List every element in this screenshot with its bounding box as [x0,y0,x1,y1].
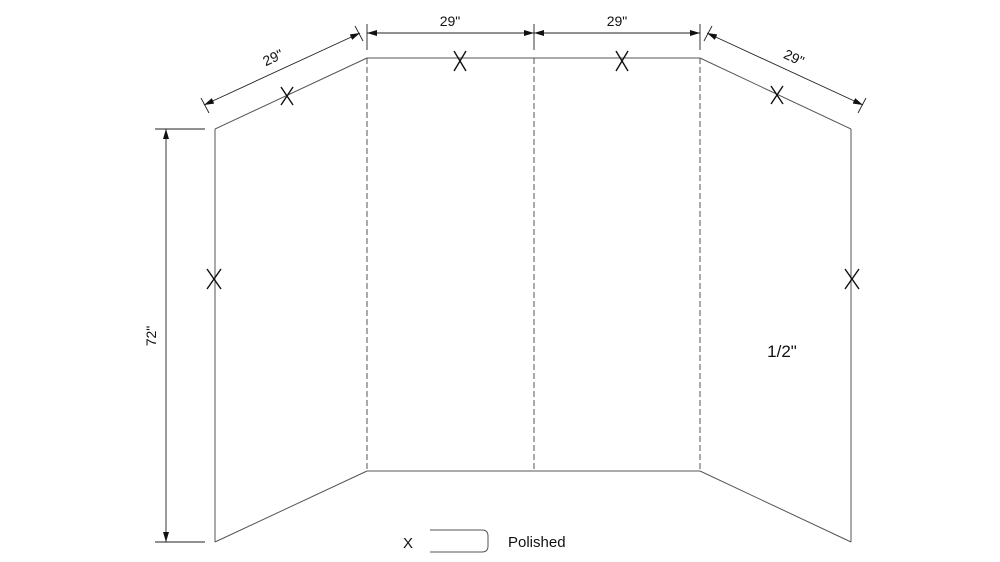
dim-label-height: 72" [143,326,159,347]
left-top-edge [214,57,368,130]
polished-markers [206,50,860,290]
thickness-label: 1/2" [767,342,797,361]
legend-symbol: X [403,535,413,552]
extension-lines [155,24,867,543]
polished-mark-left-side [206,268,222,290]
dim-line-right-panel [706,32,864,106]
dimension-labels: 29" 29" 29" 29" 72" [143,13,807,346]
dim-label-center-right: 29" [607,13,628,29]
polished-mark-right-side [844,268,860,290]
legend: X Polished [403,529,566,553]
legend-polished-edge-swatch [430,529,489,553]
polished-mark-center-left-top [453,50,467,72]
ext-left-a [200,97,210,114]
left-bottom-edge [214,470,368,543]
legend-label: Polished [508,534,566,551]
dim-label-center-left: 29" [440,13,461,29]
panel-outline [214,57,852,543]
dim-label-right-panel: 29" [781,46,806,69]
dimension-lines [163,30,864,542]
dim-label-left-panel: 29" [260,46,285,69]
polished-mark-center-right-top [615,50,629,72]
right-bottom-edge [699,470,852,543]
dim-line-left-panel [203,32,361,106]
ext-right-b [857,97,867,114]
seam-lines [366,58,701,471]
polished-mark-left-top [280,86,294,106]
polished-mark-right-top [770,85,784,105]
